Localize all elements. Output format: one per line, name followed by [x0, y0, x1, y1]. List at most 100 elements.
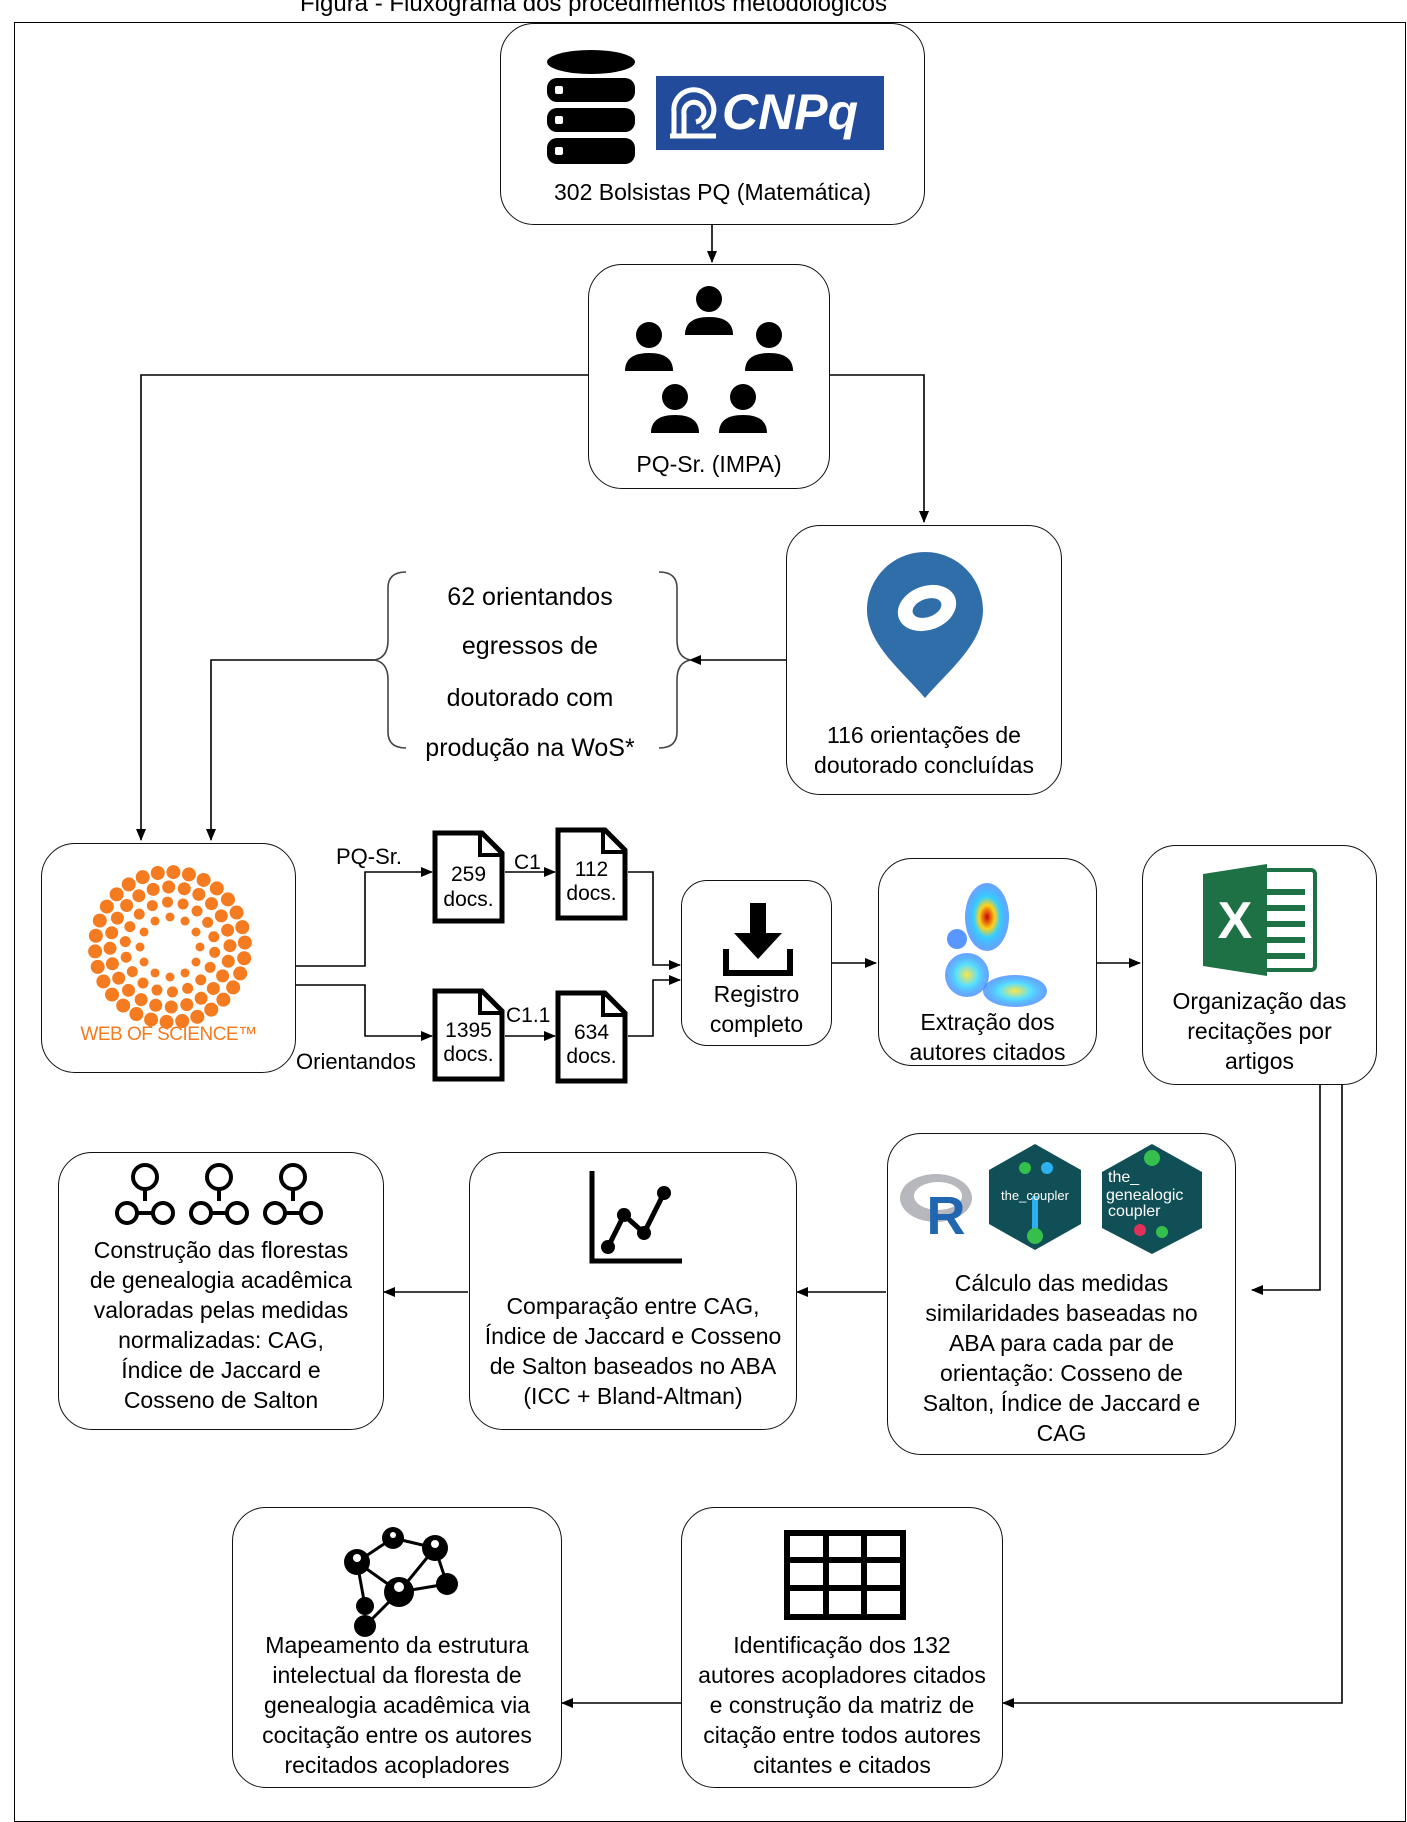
- wos-dot: [204, 897, 218, 911]
- registro-box: Registro completo: [681, 880, 832, 1046]
- cnpq-box: CNPq 302 Bolsistas PQ (Matemática): [500, 23, 925, 225]
- calculo-line2: similaridades baseadas no: [925, 1300, 1198, 1326]
- gen-logo-text-1: the_: [1108, 1169, 1140, 1186]
- wos-dot: [235, 920, 250, 935]
- wos-dot: [119, 936, 131, 948]
- calculo-line4: orientação: Cosseno de: [940, 1360, 1183, 1386]
- arrow-pqsr-genealogy: [830, 374, 929, 523]
- wos-dot: [134, 993, 148, 1007]
- construcao-line4: normalizadas: CAG,: [118, 1327, 324, 1353]
- wos-dot: [177, 898, 189, 910]
- wos-dot: [109, 887, 124, 902]
- arrow-634-registro: [628, 975, 681, 1037]
- orientandos-line4: produção na WoS*: [425, 734, 635, 762]
- wos-dot: [112, 971, 126, 985]
- genealogy-trees-icon: [115, 1163, 323, 1225]
- wos-dot: [220, 892, 235, 907]
- wos-dot: [166, 865, 181, 880]
- wos-dot: [165, 972, 175, 982]
- web-of-science-box: WEB OF SCIENCE™: [41, 843, 296, 1073]
- arrow-orientandos-wos: [206, 659, 375, 841]
- wos-dot: [221, 923, 235, 937]
- mapeamento-line5: recitados acopladores: [284, 1752, 510, 1778]
- wos-dot: [166, 986, 178, 998]
- registro-line2: completo: [709, 1011, 804, 1037]
- wos-dot: [135, 870, 150, 885]
- calculo-line3: ABA para cada par de: [948, 1330, 1175, 1356]
- wos-dot: [139, 927, 149, 937]
- wos-dot: [122, 983, 136, 997]
- identificacao-line3: e construção da matriz de: [709, 1692, 975, 1718]
- c1-label: C1: [514, 851, 541, 874]
- r-logo-icon: R: [900, 1174, 972, 1240]
- wos-dot: [216, 969, 230, 983]
- wos-dot: [216, 992, 231, 1007]
- wos-dot: [164, 1000, 178, 1014]
- orientandos-line2: egressos de: [461, 632, 599, 660]
- wos-dot: [99, 899, 114, 914]
- arrow-pqsr-wos: [136, 374, 590, 841]
- academic-genealogy-logo-icon: [867, 552, 983, 698]
- wos-dot: [162, 896, 174, 908]
- wos-dot: [150, 916, 160, 926]
- identificacao-line1: Identificação dos 132: [733, 1632, 951, 1658]
- web-of-science-logo-text: WEB OF SCIENCE™: [80, 1024, 257, 1045]
- pq-sr-box: PQ-Sr. (IMPA): [588, 264, 830, 489]
- wos-dot: [139, 957, 149, 967]
- identificacao-line2: autores acopladores citados: [698, 1662, 986, 1688]
- genealogic-coupler-hex-icon: the_ genealogic coupler: [1102, 1144, 1202, 1254]
- wos-dot: [191, 957, 201, 967]
- cnpq-logo-text: CNPq: [722, 84, 859, 140]
- orientandos-line3: doutorado com: [446, 684, 614, 712]
- wos-dot: [208, 931, 220, 943]
- extracao-line1: Extração dos: [920, 1009, 1055, 1035]
- wos-dot: [192, 887, 206, 901]
- wos-dot: [144, 1012, 159, 1027]
- network-icon: [344, 1527, 458, 1637]
- doc-259-count: 259: [450, 863, 487, 886]
- wos-dot: [180, 916, 190, 926]
- construcao-box: Construção das florestas de genealogia a…: [58, 1152, 384, 1430]
- doc-259-unit: docs.: [443, 888, 494, 911]
- organizacao-line2: recitações por: [1187, 1018, 1332, 1044]
- wos-dot: [126, 966, 138, 978]
- extracao-line2: autores citados: [909, 1039, 1066, 1065]
- wos-dot: [132, 889, 146, 903]
- cnpq-label: 302 Bolsistas PQ (Matemática): [553, 179, 871, 205]
- wos-dot: [116, 998, 131, 1013]
- table-grid-icon: [784, 1530, 906, 1620]
- doc-634: 634 docs.: [555, 990, 628, 1084]
- arrow-wos-pq: [296, 867, 433, 967]
- wos-dot: [90, 959, 105, 974]
- heatmap-icon: [945, 883, 1047, 1007]
- genealogy-label-line2: doutorado concluídas: [814, 752, 1034, 778]
- wos-dot: [196, 872, 211, 887]
- c11-label: C1.1: [506, 1004, 551, 1027]
- arrow-organizacao-identificacao: [1002, 1085, 1343, 1708]
- pq-sr-label: PQ-Sr. (IMPA): [636, 451, 782, 477]
- construcao-line6: Cosseno de Salton: [123, 1387, 319, 1413]
- calculo-box: R the_coupler the_ genealogic coupler Cá…: [887, 1133, 1236, 1455]
- wos-dot: [133, 908, 145, 920]
- identificacao-line4: citação entre todos autores: [703, 1722, 981, 1748]
- wos-dot: [180, 998, 194, 1012]
- doc-112-unit: docs.: [566, 882, 617, 905]
- wos-dot: [180, 968, 190, 978]
- wos-dot: [237, 951, 252, 966]
- mapeamento-box: Mapeamento da estrutura intelectual da f…: [232, 1507, 562, 1788]
- cnpq-emblem-icon: [670, 87, 717, 139]
- wos-dot: [165, 912, 175, 922]
- wos-dot: [195, 942, 205, 952]
- organizacao-line1: Organização das: [1172, 988, 1347, 1014]
- svg-text:R: R: [927, 1186, 966, 1240]
- wos-dot: [92, 913, 107, 928]
- construcao-line1: Construção das florestas: [93, 1237, 349, 1263]
- orientandos-flow-label: Orientandos: [296, 1049, 416, 1074]
- gen-logo-text-3: coupler: [1108, 1203, 1161, 1220]
- mapeamento-line2: intelectual da floresta de: [272, 1662, 522, 1688]
- coupler-logo-text: the_coupler: [1001, 1188, 1070, 1203]
- construcao-line3: valoradas pelas medidas: [93, 1297, 349, 1323]
- download-icon: [723, 903, 793, 976]
- comparacao-line3: de Salton baseados no ABA: [489, 1353, 777, 1379]
